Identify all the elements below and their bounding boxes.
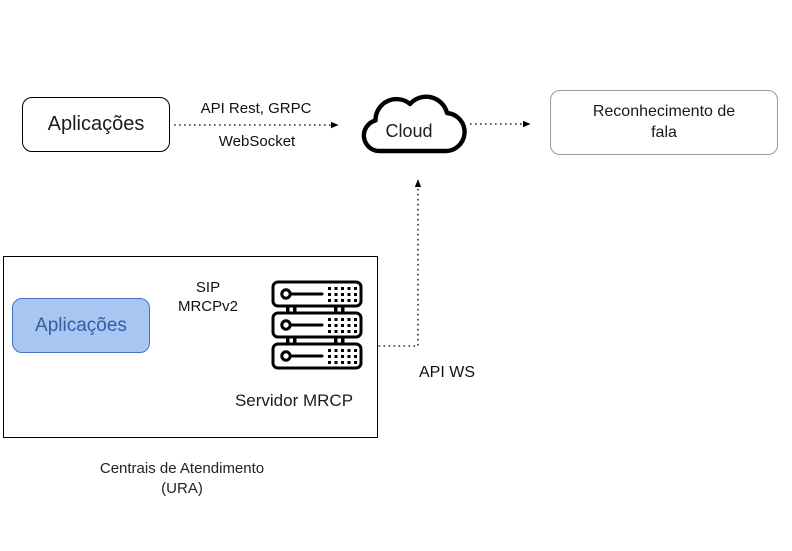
node-cloud-label: Cloud bbox=[385, 121, 433, 141]
label-sip-mrcpv2: SIP MRCPv2 bbox=[158, 278, 258, 316]
node-reconhecimento-de-fala: Reconhecimento de fala bbox=[550, 90, 778, 155]
label-api-rest-grpc: API Rest, GRPC bbox=[200, 100, 312, 117]
label-sip: SIP bbox=[195, 279, 221, 296]
label-mrcpv2: MRCPv2 bbox=[177, 298, 238, 315]
label-centrais-line1: Centrais de Atendimento bbox=[99, 460, 265, 477]
label-websocket: WebSocket bbox=[218, 133, 296, 150]
node-reconhecimento-label: Reconhecimento de fala bbox=[592, 102, 736, 141]
label-centrais-de-atendimento: Centrais de Atendimento (URA) bbox=[52, 459, 312, 499]
node-aplicacoes-top-label: Aplicações bbox=[47, 113, 145, 135]
edge-server-to-cloud bbox=[378, 179, 422, 347]
label-servidor-mrcp: Servidor MRCP bbox=[234, 391, 354, 410]
cloud-icon bbox=[354, 79, 468, 161]
node-aplicacoes-ura: Aplicações bbox=[12, 298, 150, 353]
label-centrais-line2: (URA) bbox=[161, 480, 203, 497]
node-aplicacoes-top: Aplicações bbox=[22, 97, 170, 152]
label-api-ws: API WS bbox=[418, 364, 475, 381]
server-stack-icon bbox=[270, 280, 365, 371]
node-aplicacoes-ura-label: Aplicações bbox=[35, 314, 127, 336]
